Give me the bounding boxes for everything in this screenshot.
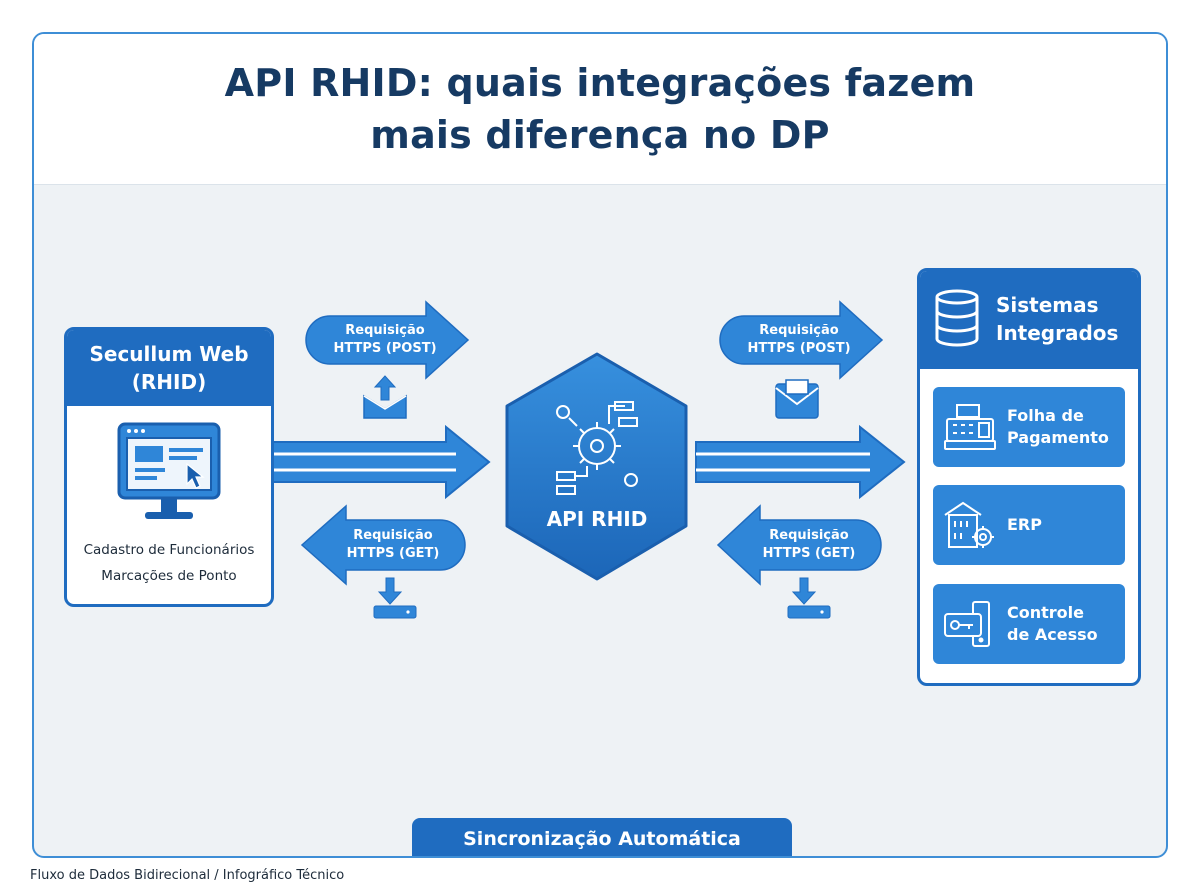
flow-diagram: API RHID <box>271 300 906 619</box>
main-arrow-left <box>271 424 491 500</box>
get-arrow-left <box>300 504 466 586</box>
infographic-frame: API RHID: quais integrações fazem mais d… <box>32 32 1168 858</box>
cash-register-icon <box>944 404 996 450</box>
access-card-icon <box>944 601 990 647</box>
caption: Fluxo de Dados Bidirecional / Infográfic… <box>30 868 345 883</box>
main-arrow-right <box>695 424 906 500</box>
system-access-label: Controle de Acesso <box>1007 602 1098 646</box>
post-label-left: Requisição HTTPS (POST) <box>320 322 450 358</box>
gear-network-icon <box>556 401 638 495</box>
systems-title: Sistemas Integrados <box>996 291 1118 347</box>
post-arrow-left <box>305 300 470 380</box>
building-gear-icon <box>944 501 994 548</box>
system-access-l2: de Acesso <box>1007 625 1098 644</box>
get-label-left: Requisição HTTPS (GET) <box>328 527 458 563</box>
get-arrow-right <box>716 504 882 586</box>
systems-title-2: Integrados <box>996 321 1119 345</box>
post-label-left-l2: HTTPS (POST) <box>333 341 437 356</box>
post-label-right-l2: HTTPS (POST) <box>747 341 851 356</box>
system-erp: ERP <box>933 485 1125 565</box>
get-label-left-l1: Requisição <box>353 528 433 543</box>
system-payroll-l2: Pagamento <box>1007 428 1109 447</box>
post-label-right-l1: Requisição <box>759 323 839 338</box>
get-label-right-l2: HTTPS (GET) <box>762 546 856 561</box>
system-payroll-l1: Folha de <box>1007 406 1084 425</box>
monitor-cursor-icon <box>117 422 221 519</box>
source-title-2: (RHID) <box>131 370 207 394</box>
title-line-2: mais diferença no DP <box>370 113 830 157</box>
download-tray-icon <box>373 577 417 619</box>
database-icon <box>935 289 979 347</box>
get-label-right: Requisição HTTPS (GET) <box>744 527 874 563</box>
get-label-right-l1: Requisição <box>769 528 849 543</box>
system-payroll: Folha de Pagamento <box>933 387 1125 467</box>
upload-envelope-icon <box>363 375 407 419</box>
download-tray-icon-right <box>787 577 831 619</box>
title-line-1: API RHID: quais integrações fazem <box>224 61 976 105</box>
source-card-header: Secullum Web (RHID) <box>67 330 271 406</box>
source-line-1: Cadastro de Funcionários <box>83 542 255 558</box>
systems-title-1: Sistemas <box>996 293 1099 317</box>
api-label: API RHID <box>547 507 648 531</box>
system-erp-label: ERP <box>1007 514 1042 536</box>
system-erp-l1: ERP <box>1007 515 1042 534</box>
source-card: Secullum Web (RHID) Cadastro de Funcioná… <box>64 327 274 607</box>
mail-envelope-icon <box>775 379 819 419</box>
post-label-right: Requisição HTTPS (POST) <box>734 322 864 358</box>
systems-header: Sistemas Integrados <box>920 271 1138 369</box>
post-arrow-right <box>719 300 884 380</box>
source-title-1: Secullum Web <box>89 342 249 366</box>
post-label-left-l1: Requisição <box>345 323 425 338</box>
system-payroll-label: Folha de Pagamento <box>1007 405 1109 449</box>
systems-panel: Sistemas Integrados Folha de Pagamento <box>917 268 1141 686</box>
system-access-l1: Controle <box>1007 603 1084 622</box>
get-label-left-l2: HTTPS (GET) <box>346 546 440 561</box>
source-line-2: Marcações de Ponto <box>101 568 237 584</box>
system-access: Controle de Acesso <box>933 584 1125 664</box>
header: API RHID: quais integrações fazem mais d… <box>34 34 1166 185</box>
sync-band: Sincronização Automática <box>412 818 792 856</box>
